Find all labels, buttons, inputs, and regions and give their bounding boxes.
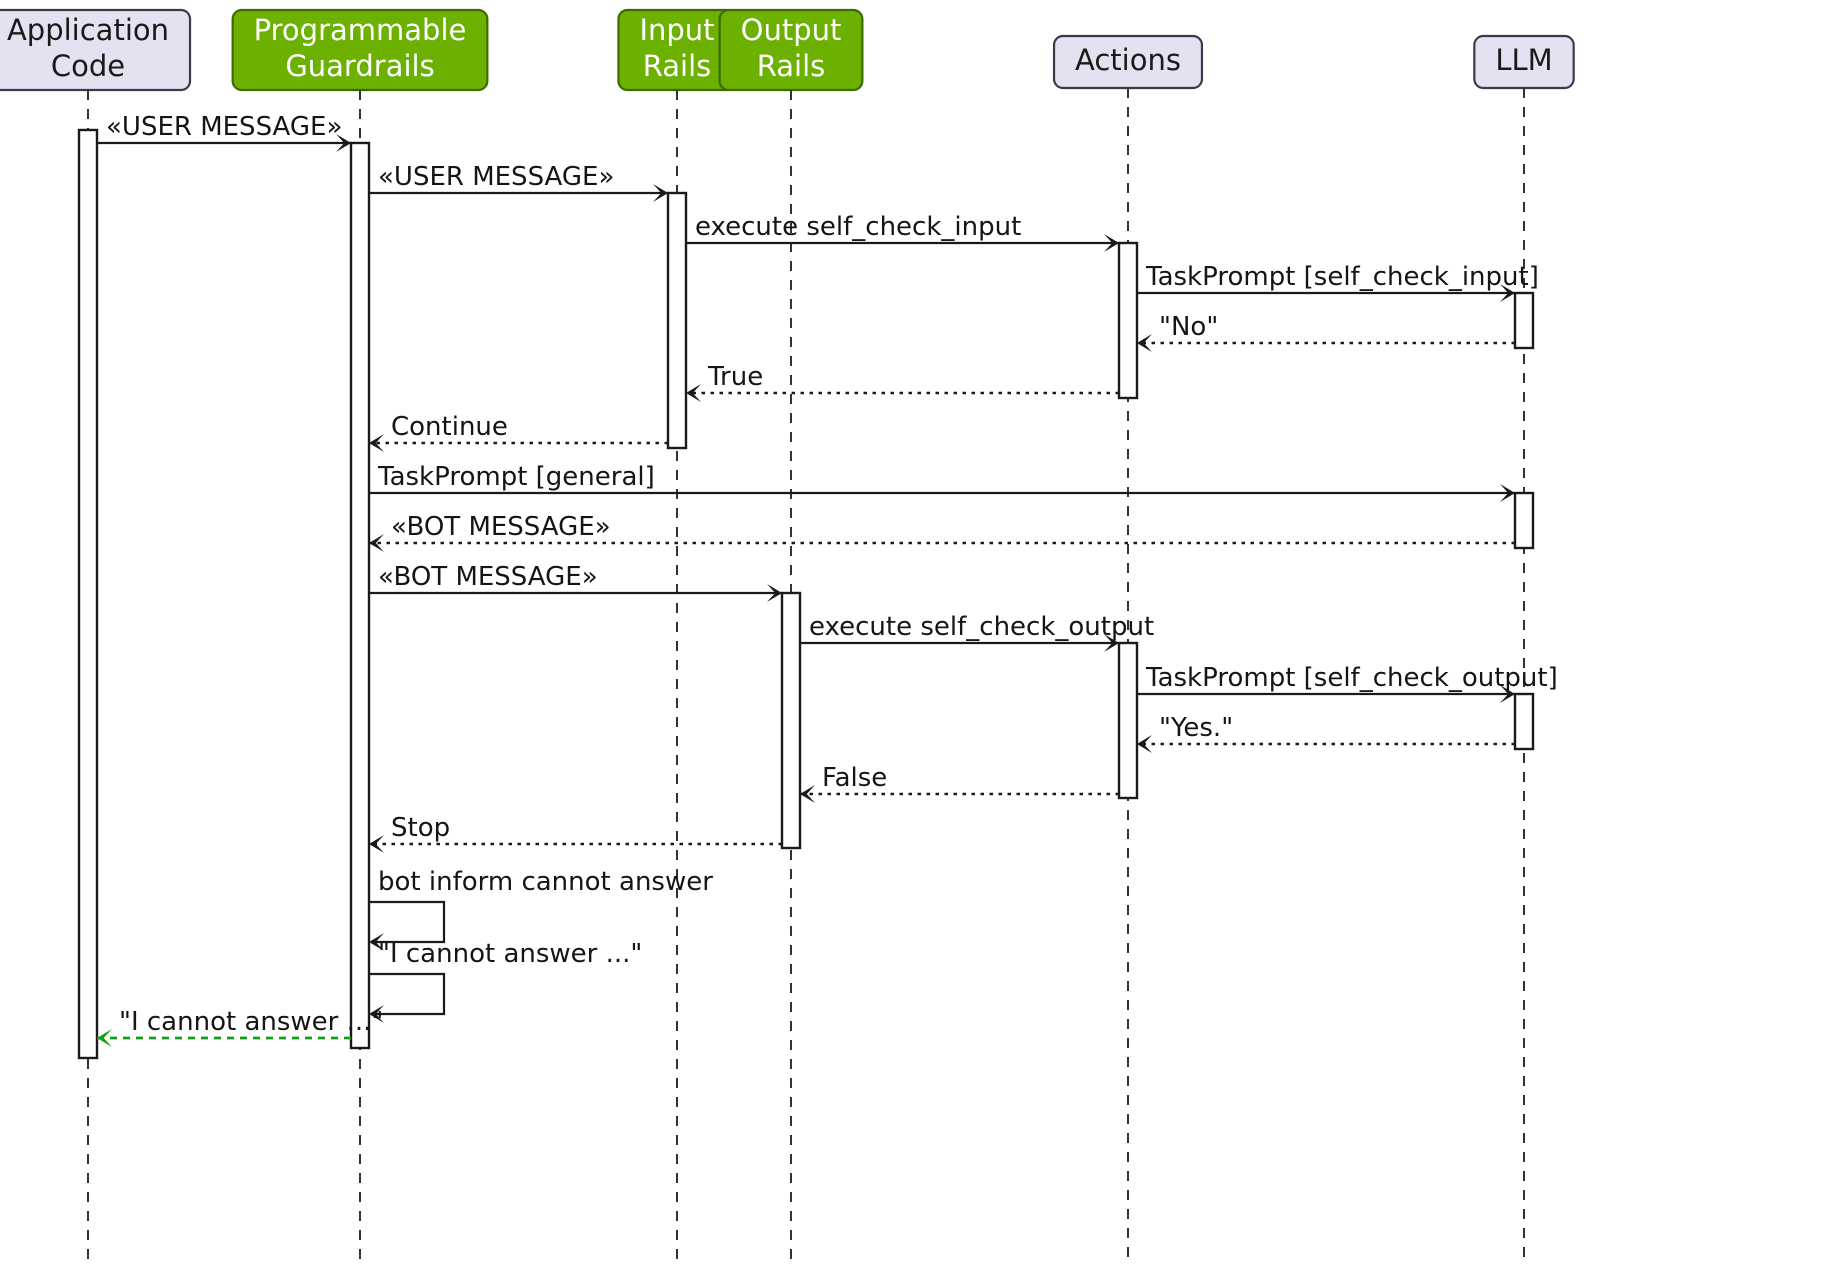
message-13-llm-to-actions: "Yes." [1137, 713, 1515, 753]
message-11-output_rails-to-actions: execute self_check_output [800, 612, 1154, 652]
participant-llm: LLM [1473, 34, 1575, 90]
arrow-head [1500, 685, 1515, 703]
message-label: "No" [1159, 312, 1218, 342]
message-1-app-to-guardrails: «USER MESSAGE» [97, 112, 351, 152]
arrow-head [1500, 284, 1515, 302]
arrow-head [369, 933, 384, 951]
participant-label-input_rails: Rails [643, 49, 712, 83]
message-label: Stop [391, 813, 450, 843]
activation-bar-app [77, 128, 99, 1060]
participant-label-guardrails: Programmable [254, 13, 467, 47]
arrow-head [97, 1029, 112, 1047]
message-label: «USER MESSAGE» [378, 162, 614, 192]
message-5-llm-to-actions: "No" [1137, 312, 1515, 352]
arrow-head [767, 584, 782, 602]
arrow-head [369, 434, 384, 452]
message-label: True [707, 362, 763, 392]
message-label: execute self_check_output [809, 612, 1154, 642]
message-label: "I cannot answer ..." [378, 939, 642, 969]
activation-bar-llm [1513, 291, 1535, 350]
arrow-head [1104, 634, 1119, 652]
message-label: bot inform cannot answer [378, 867, 713, 897]
message-7-input_rails-to-guardrails: Continue [369, 412, 668, 452]
message-14-actions-to-output_rails: False [800, 763, 1119, 803]
message-12-actions-to-llm: TaskPrompt [self_check_output] [1137, 663, 1558, 703]
self-message-loop [369, 900, 446, 944]
participant-label-guardrails: Guardrails [285, 49, 434, 83]
message-3-input_rails-to-actions: execute self_check_input [686, 212, 1119, 252]
message-2-guardrails-to-input_rails: «USER MESSAGE» [369, 162, 668, 202]
message-18-guardrails-to-app: "I cannot answer ..." [97, 1007, 383, 1047]
arrow-head [336, 134, 351, 152]
message-label: execute self_check_input [695, 212, 1021, 242]
participant-label-input_rails: Input [639, 13, 714, 47]
arrow-head [369, 534, 384, 552]
activation-bar-llm3 [1513, 692, 1535, 751]
message-10-guardrails-to-output_rails: «BOT MESSAGE» [369, 562, 782, 602]
message-label: TaskPrompt [general] [377, 462, 655, 492]
message-label: Continue [391, 412, 508, 442]
arrow-head [369, 835, 384, 853]
participant-label-output_rails: Rails [757, 49, 826, 83]
activation-bar-llm2 [1513, 491, 1535, 550]
participant-actions: Actions [1052, 34, 1204, 90]
activation-bar-output_rails [780, 591, 802, 850]
self-message-loop [369, 972, 446, 1016]
arrow-head [1137, 334, 1152, 352]
message-6-actions-to-input_rails: True [686, 362, 1119, 402]
participant-label-llm: LLM [1495, 43, 1552, 77]
activation-bar-actions2 [1117, 641, 1139, 800]
participant-label-output_rails: Output [741, 13, 842, 47]
message-17-guardrails-to-guardrails: "I cannot answer ..." [369, 939, 642, 1023]
arrow-head [1500, 484, 1515, 502]
message-4-actions-to-llm: TaskPrompt [self_check_input] [1137, 262, 1539, 302]
message-15-output_rails-to-guardrails: Stop [369, 813, 782, 853]
arrow-head [653, 184, 668, 202]
arrow-head [1104, 234, 1119, 252]
participant-label-app: Code [51, 49, 125, 83]
message-16-guardrails-to-guardrails: bot inform cannot answer [369, 867, 713, 951]
message-8-guardrails-to-llm: TaskPrompt [general] [369, 462, 1515, 502]
participant-label-actions: Actions [1075, 43, 1181, 77]
activation-bar-input_rails [666, 191, 688, 450]
message-9-llm-to-guardrails: «BOT MESSAGE» [369, 512, 1515, 552]
messages-layer: «USER MESSAGE» «USER MESSAGE» execute self… [97, 112, 1558, 1047]
message-label: «USER MESSAGE» [106, 112, 342, 142]
message-label: "Yes." [1159, 713, 1233, 743]
arrow-head [686, 384, 701, 402]
message-label: TaskPrompt [self_check_output] [1145, 663, 1558, 693]
message-label: «BOT MESSAGE» [378, 562, 598, 592]
message-label: «BOT MESSAGE» [391, 512, 611, 542]
arrow-head [800, 785, 815, 803]
activation-bars-layer [77, 128, 1535, 1060]
participant-label-app: Application [7, 13, 169, 47]
message-label: TaskPrompt [self_check_input] [1145, 262, 1539, 292]
activation-bar-guardrails [349, 141, 371, 1050]
activation-bar-actions [1117, 241, 1139, 400]
arrow-head [1137, 735, 1152, 753]
arrow-head [369, 1005, 384, 1023]
message-label: "I cannot answer ..." [119, 1007, 383, 1037]
message-label: False [822, 763, 887, 793]
